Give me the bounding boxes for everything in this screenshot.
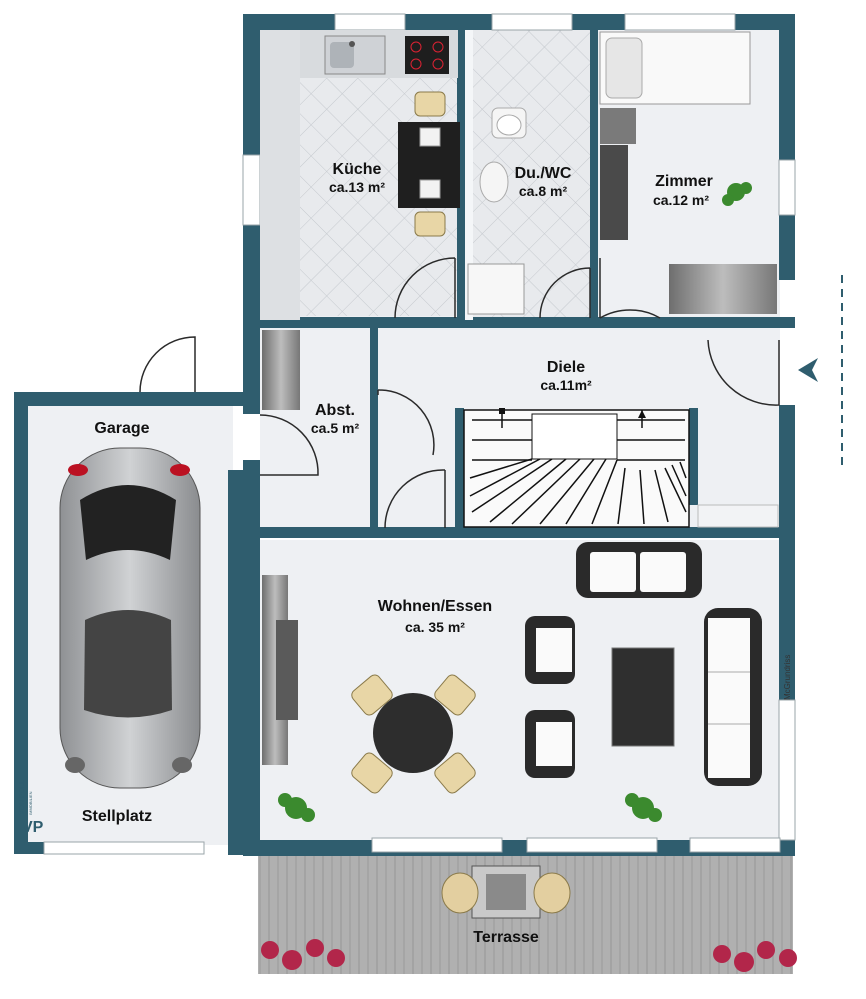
wardrobe <box>669 264 777 314</box>
car-icon <box>59 447 201 789</box>
sofa-icon <box>576 542 702 598</box>
stairs-icon <box>463 408 690 528</box>
room-area-zimmer: ca.12 m² <box>653 192 709 208</box>
sink-icon <box>324 35 386 75</box>
room-name-duwc: Du./WC <box>515 165 572 182</box>
bookshelf <box>600 145 628 240</box>
windows <box>43 13 796 855</box>
shower-icon <box>467 263 525 315</box>
room-labels: Küche ca.13 m² Du./WC ca.8 m² Zimmer ca.… <box>82 161 713 946</box>
flower-icon <box>261 939 345 970</box>
room-name-kueche: Küche <box>333 161 382 178</box>
watermark: McGrundriss <box>783 655 792 700</box>
door-swings <box>139 257 780 529</box>
hall-cabinet <box>697 504 779 528</box>
tv <box>276 620 298 720</box>
logo: VP VON POLL IMMOBILIEN <box>19 780 44 836</box>
coffee-table <box>611 647 675 747</box>
storage-shelf <box>262 330 300 410</box>
logo-subtext: IMMOBILIEN <box>28 791 33 815</box>
entrance-marker <box>798 275 843 470</box>
round-dining-table <box>373 693 453 773</box>
plants <box>261 182 797 972</box>
room-name-stellplatz: Stellplatz <box>82 808 152 825</box>
plant-icon <box>722 182 752 206</box>
room-name-garage: Garage <box>94 420 149 437</box>
room-area-abst: ca.5 m² <box>311 420 360 436</box>
room-area-kueche: ca.13 m² <box>329 179 385 195</box>
terrace-furniture <box>441 865 571 919</box>
room-name-zimmer: Zimmer <box>655 173 713 190</box>
room-area-wohnen: ca. 35 m² <box>405 619 465 635</box>
nightstand <box>600 108 636 144</box>
washbasin <box>479 161 509 203</box>
room-area-diele: ca.11m² <box>540 377 592 393</box>
plant-icon <box>278 793 315 822</box>
logo-initials: VP <box>22 819 44 836</box>
room-area-duwc: ca.8 m² <box>519 183 568 199</box>
room-name-abst: Abst. <box>315 402 355 419</box>
bed-icon <box>599 31 751 105</box>
stove-icon <box>405 36 449 74</box>
kitchen-furniture <box>260 30 460 320</box>
flower-icon <box>713 941 797 972</box>
living-furniture <box>262 542 762 794</box>
bedroom-furniture <box>599 31 777 314</box>
room-name-diele: Diele <box>547 359 585 376</box>
entrance-arrow-icon <box>798 358 818 382</box>
room-name-wohnen: Wohnen/Essen <box>378 598 492 615</box>
toilet-icon <box>491 107 527 139</box>
bathroom-fixtures <box>465 30 527 320</box>
room-name-terrasse: Terrasse <box>473 929 539 946</box>
logo-text: VON POLL <box>19 780 26 815</box>
plant-icon <box>625 793 662 822</box>
